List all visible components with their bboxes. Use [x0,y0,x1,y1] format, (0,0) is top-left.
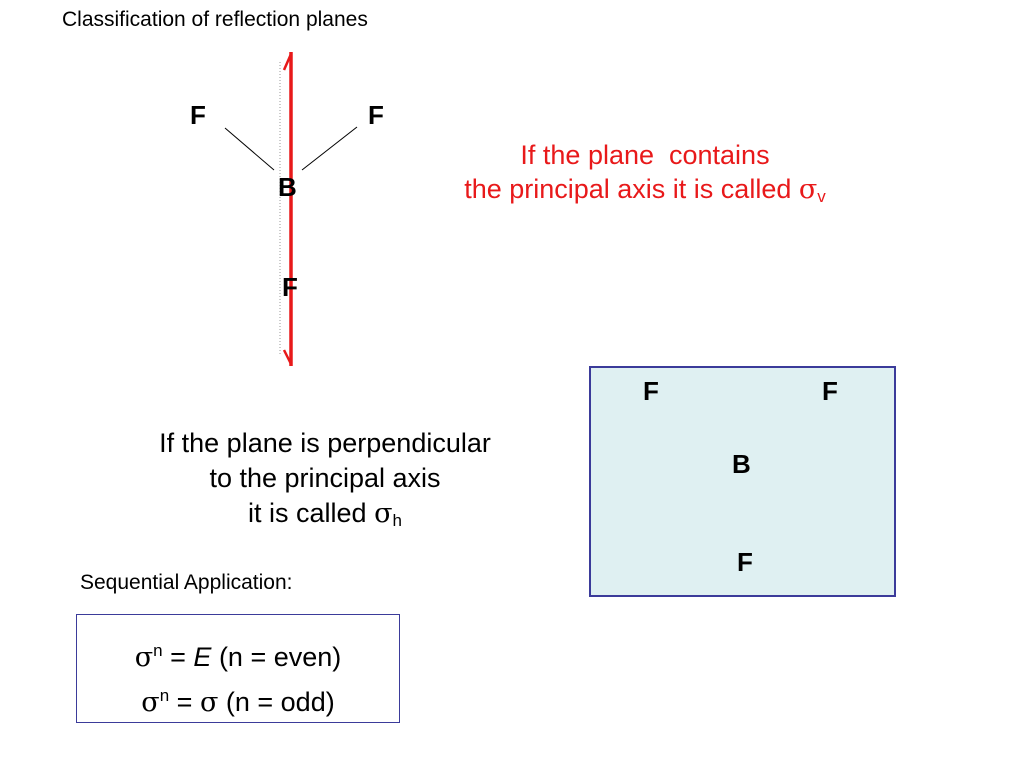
mirror-plane-bottom-tick [282,349,293,365]
atom-f-top-left: F [190,100,206,130]
sigma-v-caption-line2: the principal axis it is called σv [464,174,826,206]
sigma-symbol: σ [798,174,818,205]
sigma-subscript-h: h [392,511,402,530]
sequential-formula-box: σn = E (n = even) σn = σ (n = odd) [76,614,400,723]
formula-odd: σn = σ (n = odd) [141,686,335,718]
box-atom-f-bottom: F [737,547,753,577]
sigma-h-caption-line3: it is called σh [248,498,402,530]
sigma-subscript-v: v [817,187,826,206]
sigma-h-caption: If the plane is perpendicular to the pri… [95,426,555,538]
sequential-application-label: Sequential Application: [80,571,293,594]
sigma-h-caption-line1: If the plane is perpendicular [159,428,491,458]
slide-title: Classification of reflection planes [62,8,368,31]
sigma-h-caption-line2: to the principal axis [209,463,441,493]
sigma-v-caption: If the plane contains the principal axis… [395,138,895,214]
box-atom-f-top-left: F [643,376,659,406]
bond-top-left [224,127,275,171]
sigma-symbol: σ [374,498,393,529]
formula-even: σn = E (n = even) [134,641,342,673]
atom-b-center: B [278,172,297,202]
box-atom-b-center: B [732,449,751,479]
atom-f-bottom: F [282,272,298,302]
horizontal-plane-molecule-box [589,366,896,597]
mirror-plane-top-tick [282,53,293,71]
bond-top-right [301,126,358,171]
sigma-v-caption-line1: If the plane contains [520,140,770,170]
box-atom-f-top-right: F [822,376,838,406]
atom-f-top-right: F [368,100,384,130]
